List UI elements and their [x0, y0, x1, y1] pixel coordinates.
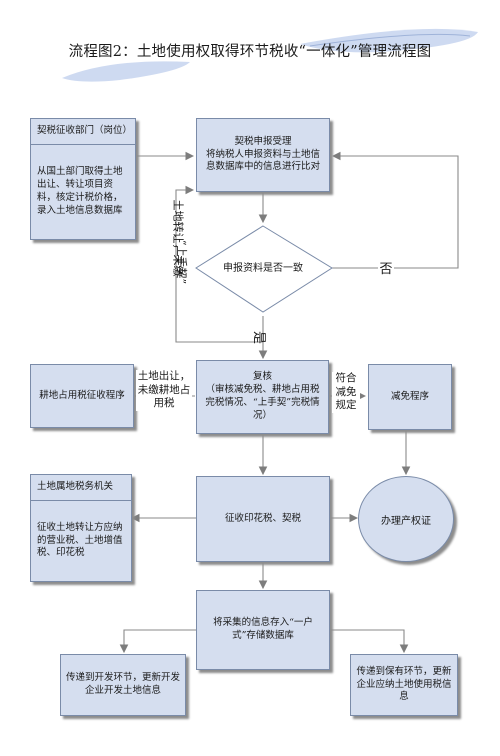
- store-in-database: 将采集的信息存入“一户式”存储数据库: [196, 590, 330, 670]
- page-title: 流程图2：土地使用权取得环节税收“一体化”管理流程图: [68, 44, 432, 60]
- to-development-stage: 传递到开发环节，更新开发企业开发土地信息: [60, 654, 186, 716]
- deed-tax-acceptance: 契税申报受理 将纳税人申报资料与土地信息数据库中的信息进行比对: [196, 118, 330, 192]
- deed-tax-department: 契税征收部门（岗位） 从国土部门取得土地出让、转让项目资料，核定计税价格，录入土…: [30, 118, 136, 240]
- stamp-deed-tax-collection: 征收印花税、契税: [196, 476, 330, 562]
- edge-label-upper-deed: “上手契”: [175, 239, 189, 285]
- edge-label-eligible-exemption: 符合减免规定: [332, 372, 360, 413]
- local-tax-authority-title: 土地属地税务机关: [31, 475, 131, 501]
- decision-diamond: [195, 225, 333, 313]
- edge-label-yes: 是: [251, 330, 267, 345]
- deed-tax-department-desc: 从国土部门取得土地出让、转让项目资料，核定计税价格，录入土地信息数据库: [37, 166, 123, 216]
- to-holding-stage: 传递到保有环节，更新企业应纳土地使用税信息: [350, 654, 458, 716]
- title-swoosh-right: [62, 28, 478, 82]
- deed-tax-department-title: 契税征收部门（岗位）: [31, 119, 135, 145]
- review-box: 复核 （审核减免税、耕地占用税完税情况、“上手契”完税情况）: [196, 360, 329, 434]
- farmland-tax-procedure: 耕地占用税征收程序: [30, 364, 134, 428]
- edge-label-no: 否: [378, 262, 394, 279]
- decision-label: 申报资料是否一致: [223, 263, 303, 274]
- local-tax-authority-desc: 征收土地转让方应纳的营业税、土地增值税、印花税: [37, 521, 123, 559]
- property-certificate: 办理产权证: [358, 476, 454, 562]
- local-tax-authority: 土地属地税务机关 征收土地转让方应纳的营业税、土地增值税、印花税: [30, 474, 132, 582]
- edge-label-farmland-unpaid: 土地出让，未缴耕地占用税: [136, 370, 192, 411]
- exemption-procedure: 减免程序: [368, 364, 452, 430]
